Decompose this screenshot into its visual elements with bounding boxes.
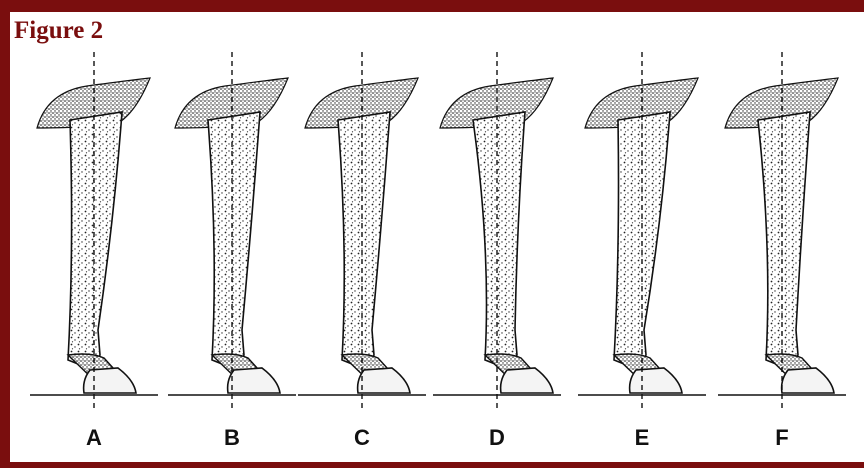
horse-leg-f	[725, 52, 838, 412]
leg-label-e: E	[622, 425, 662, 451]
horse-leg-a	[37, 52, 150, 412]
horse-leg-e	[585, 52, 698, 412]
leg-label-d: D	[477, 425, 517, 451]
leg-label-a: A	[74, 425, 114, 451]
leg-label-c: C	[342, 425, 382, 451]
horse-leg-c	[305, 52, 418, 412]
horse-leg-b	[175, 52, 288, 412]
leg-label-f: F	[762, 425, 802, 451]
leg-label-b: B	[212, 425, 252, 451]
horse-leg-d	[440, 52, 553, 412]
